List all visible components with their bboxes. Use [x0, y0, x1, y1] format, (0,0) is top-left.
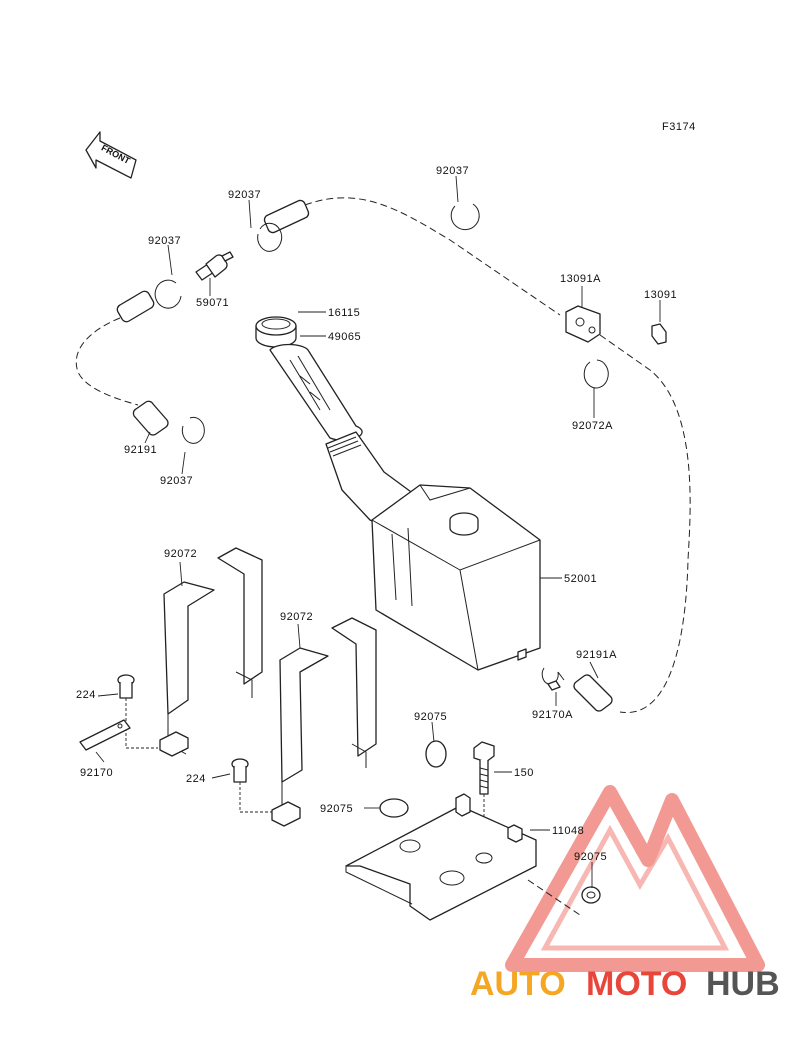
- hose-92191a: [573, 674, 613, 712]
- bolt-224-left: [117, 674, 158, 749]
- watermark-auto: AUTO: [470, 965, 566, 1003]
- watermark-logo: [505, 785, 765, 972]
- label-16115: 16115: [328, 307, 360, 319]
- clamp-92037-left: [154, 279, 182, 309]
- label-11048: 11048: [552, 825, 584, 837]
- watermark-text: AUTO MOTO HUB: [470, 965, 780, 1003]
- bracket-92072-right: [271, 617, 377, 827]
- plate-11048: [345, 793, 537, 921]
- label-92037-lower: 92037: [160, 475, 193, 487]
- label-92072-right: 92072: [280, 611, 313, 623]
- label-150: 150: [514, 767, 534, 779]
- label-92075-a: 92075: [414, 711, 447, 723]
- label-92037-top: 92037: [228, 189, 261, 201]
- bolt-224-right: [231, 758, 272, 813]
- label-92075-b: 92075: [320, 803, 353, 815]
- valve-59071: [195, 251, 234, 281]
- watermark-moto: MOTO: [586, 965, 687, 1003]
- label-13091: 13091: [644, 289, 677, 301]
- label-59071: 59071: [196, 297, 229, 309]
- hose-92191: [132, 400, 169, 436]
- cushion-92075-b: [379, 798, 409, 818]
- figure-code: F3174: [662, 121, 696, 133]
- clamp-92037-top-right: [450, 203, 480, 231]
- hose-upper-left: [116, 290, 155, 323]
- label-92037-left: 92037: [148, 235, 181, 247]
- clamp-92037-lower: [181, 416, 205, 444]
- label-13091a: 13091A: [560, 273, 601, 285]
- hose-upper-top: [263, 199, 310, 234]
- label-92072-left: 92072: [164, 548, 197, 560]
- label-52001: 52001: [564, 573, 597, 585]
- clamp-92170a: [541, 667, 565, 691]
- watermark-hub: HUB: [706, 965, 780, 1003]
- clamp-92072a: [583, 359, 609, 389]
- holder-13091a: [565, 305, 601, 343]
- label-224-left: 224: [76, 689, 96, 701]
- front-arrow-icon: FRONT: [85, 131, 137, 179]
- label-92191: 92191: [124, 444, 157, 456]
- clamp-92037-top: [257, 222, 283, 252]
- tank-52001: [371, 484, 541, 671]
- cap-16115: [255, 316, 297, 348]
- leader-lines: [95, 175, 661, 888]
- breather-hose-dashed: [75, 197, 691, 916]
- label-224-right: 224: [186, 773, 206, 785]
- label-49065: 49065: [328, 331, 361, 343]
- label-92170a: 92170A: [532, 709, 573, 721]
- label-92075-c: 92075: [574, 851, 607, 863]
- label-92170: 92170: [80, 767, 113, 779]
- strap-92170: [79, 719, 131, 751]
- label-92191a: 92191A: [576, 649, 617, 661]
- washer-92075-c: [581, 886, 601, 904]
- label-92072a: 92072A: [572, 420, 613, 432]
- clip-13091: [651, 323, 667, 345]
- bracket-92072-left: [159, 547, 263, 757]
- filler-neck-49065: [269, 343, 363, 441]
- label-92037-top-right: 92037: [436, 165, 469, 177]
- cushion-92075-a: [425, 740, 447, 768]
